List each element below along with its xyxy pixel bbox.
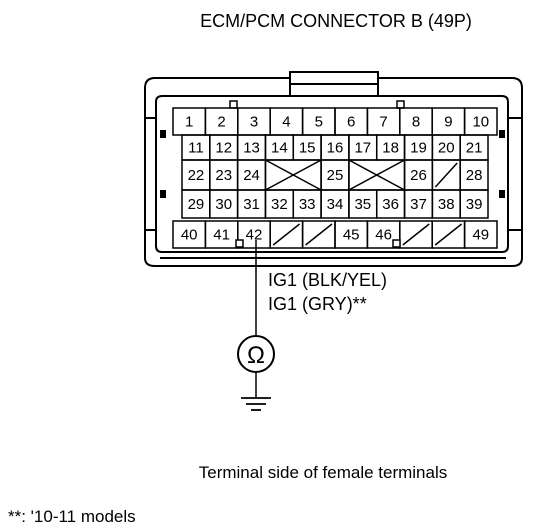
terminal-label-41: 41 — [213, 227, 230, 244]
terminal-label-28: 28 — [466, 167, 483, 184]
terminal-label-16: 16 — [327, 140, 344, 157]
terminal-label-20: 20 — [438, 140, 455, 157]
terminal-label-7: 7 — [379, 114, 387, 131]
terminal-label-42: 42 — [246, 227, 263, 244]
key-marks — [160, 130, 505, 198]
blocked-cavity-cross — [348, 159, 405, 191]
terminal-label-3: 3 — [250, 114, 258, 131]
terminal-label-2: 2 — [217, 114, 225, 131]
terminal-label-15: 15 — [299, 140, 316, 157]
pin-grid — [172, 107, 498, 249]
terminal-label-24: 24 — [243, 167, 260, 184]
terminal-cell-39 — [459, 189, 489, 219]
empty-cavity-slash — [434, 162, 458, 188]
terminal-label-19: 19 — [410, 140, 427, 157]
terminal-label-30: 30 — [215, 196, 232, 213]
terminal-label-40: 40 — [181, 227, 198, 244]
terminal-label-4: 4 — [282, 114, 290, 131]
terminal-label-34: 34 — [327, 196, 344, 213]
terminal-side-caption: Terminal side of female terminals — [199, 463, 447, 482]
terminal-label-6: 6 — [347, 114, 355, 131]
ground-icon — [241, 397, 271, 411]
top-notches — [229, 100, 405, 109]
terminal-label-33: 33 — [299, 196, 316, 213]
bottom-notches — [235, 239, 401, 248]
terminal-label-49: 49 — [472, 227, 489, 244]
terminal-label-23: 23 — [215, 167, 232, 184]
terminal-label-17: 17 — [354, 140, 371, 157]
terminal-cell-49 — [463, 220, 498, 249]
diagram-title: ECM/PCM CONNECTOR B (49P) — [200, 11, 472, 31]
terminal-label-1: 1 — [185, 114, 193, 131]
ohm-symbol: Ω — [247, 342, 265, 369]
terminal-label-31: 31 — [243, 196, 260, 213]
terminal-label-29: 29 — [188, 196, 205, 213]
blocked-cavity-cross — [265, 159, 322, 191]
terminal-label-39: 39 — [466, 196, 483, 213]
terminal-label-12: 12 — [215, 140, 232, 157]
terminal-label-37: 37 — [410, 196, 427, 213]
terminal-label-26: 26 — [410, 167, 427, 184]
terminal-label-8: 8 — [412, 114, 420, 131]
terminal-label-10: 10 — [472, 114, 489, 131]
empty-cavity-slash — [402, 223, 430, 246]
terminal-label-11: 11 — [188, 140, 204, 157]
terminal-label-32: 32 — [271, 196, 288, 213]
connector-housing — [144, 71, 523, 267]
footnote: **: '10-11 models — [8, 507, 136, 526]
wire-label-blk-yel: IG1 (BLK/YEL) — [268, 270, 387, 290]
terminal-label-9: 9 — [444, 114, 452, 131]
terminal-label-18: 18 — [382, 140, 399, 157]
terminal-label-36: 36 — [382, 196, 399, 213]
terminal-label-14: 14 — [271, 140, 288, 157]
terminal-label-21: 21 — [466, 140, 483, 157]
empty-cavity-slash — [434, 223, 463, 246]
terminal-label-25: 25 — [327, 167, 344, 184]
wire-label-gry: IG1 (GRY)** — [268, 294, 367, 314]
terminal-label-35: 35 — [354, 196, 371, 213]
terminal-label-22: 22 — [188, 167, 205, 184]
terminal-label-45: 45 — [343, 227, 360, 244]
terminal-label-46: 46 — [375, 227, 392, 244]
empty-cavity-slash — [272, 223, 301, 246]
terminal-label-13: 13 — [243, 140, 260, 157]
ohmmeter-icon: Ω — [237, 335, 275, 373]
terminal-label-38: 38 — [438, 196, 455, 213]
empty-cavity-slash — [305, 223, 333, 246]
terminal-label-5: 5 — [315, 114, 323, 131]
